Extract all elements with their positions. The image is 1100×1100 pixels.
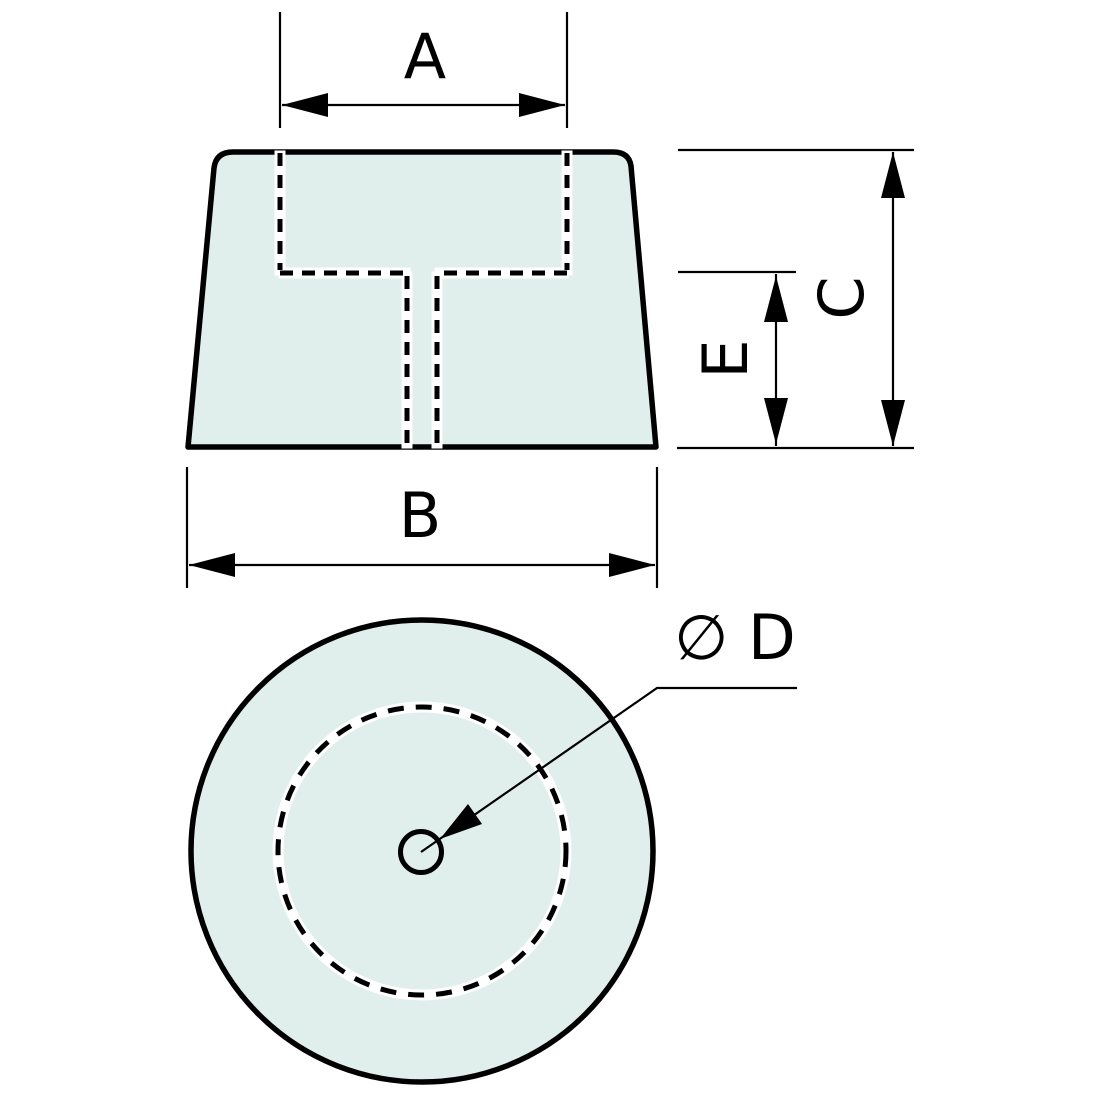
arrowhead-down-icon — [764, 398, 788, 444]
leader-line — [420, 686, 797, 853]
hidden-recess-circle — [275, 704, 569, 998]
arrowhead-up-icon — [764, 276, 788, 322]
dimension-e: E — [689, 274, 788, 446]
dimension-c: C — [805, 152, 905, 446]
bumper-profile-shape — [185, 149, 659, 450]
arrowhead-left-icon — [189, 553, 235, 577]
hole-diameter-callout: ∅ D — [420, 601, 797, 853]
height-extension-lines — [677, 148, 914, 450]
leader-arrowhead-icon — [440, 804, 482, 839]
dimension-a: A — [278, 12, 569, 128]
dimension-label-c: C — [805, 276, 878, 319]
dimension-label-b: B — [399, 479, 442, 552]
hidden-recess-outline — [277, 153, 570, 445]
side-view: A B E — [185, 12, 914, 588]
hole-diameter-label: ∅ D — [674, 601, 795, 674]
arrowhead-down-icon — [881, 400, 905, 446]
plan-view: ∅ D — [188, 601, 797, 1085]
arrowhead-right-icon — [609, 553, 655, 577]
arrowhead-right-icon — [519, 93, 565, 117]
dimension-b: B — [185, 467, 659, 588]
dimension-label-e: E — [689, 339, 762, 378]
dimension-label-a: A — [404, 20, 446, 93]
arrowhead-up-icon — [881, 152, 905, 198]
arrowhead-left-icon — [282, 93, 328, 117]
